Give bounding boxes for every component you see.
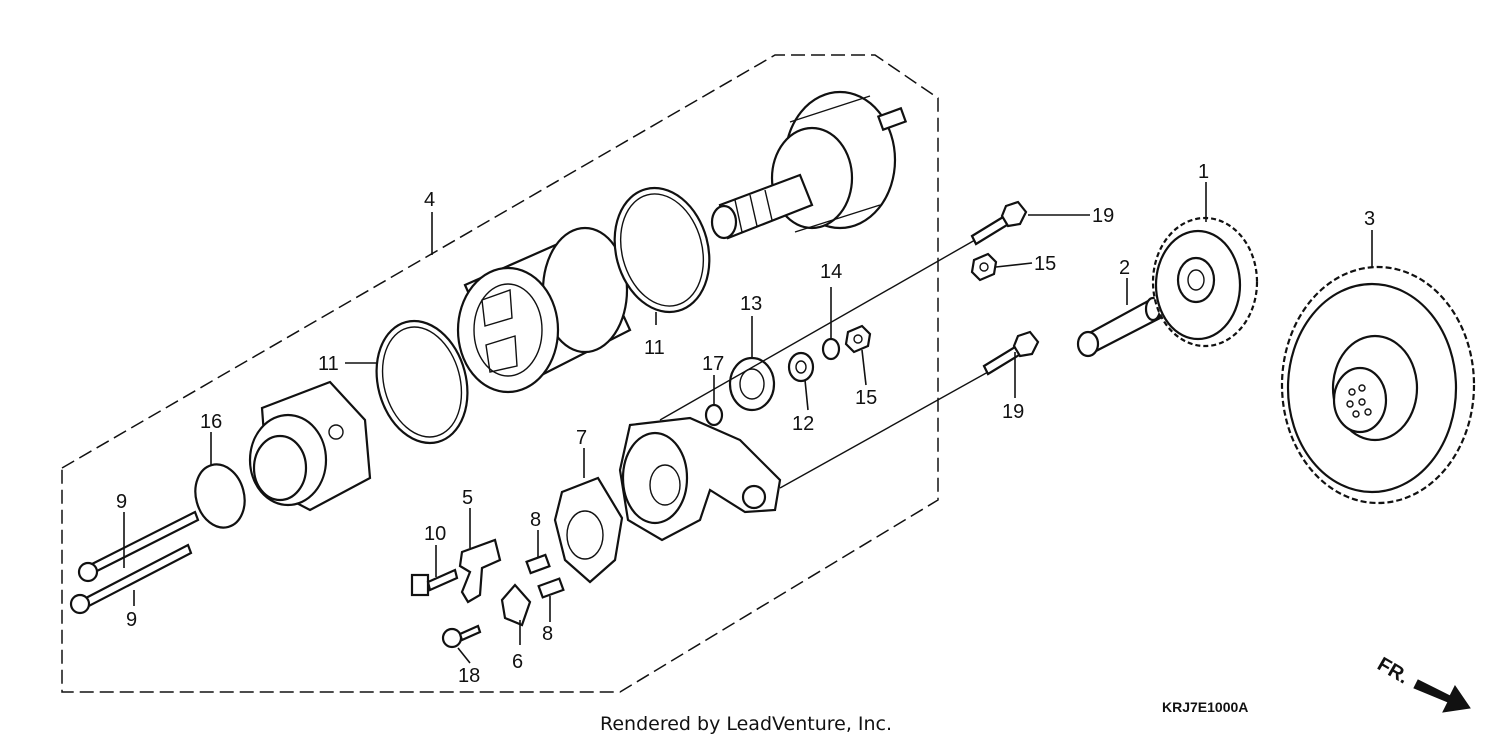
idle-gear-1 (1151, 216, 1259, 348)
label-part-13: 13 (740, 293, 762, 315)
diagram-code: KRJ7E1000A (1162, 699, 1248, 715)
label-part-11-upper: 11 (644, 337, 665, 359)
label-part-10: 10 (424, 523, 446, 545)
label-part-7: 7 (576, 427, 587, 449)
nut-15-upper (970, 252, 998, 282)
bolt-19-lower-ref-line (779, 371, 989, 489)
screw-18 (441, 624, 482, 649)
bolt-19-upper-ref-line (659, 239, 976, 421)
render-credit: Rendered by LeadVenture, Inc. (600, 713, 892, 735)
label-part-8-upper: 8 (530, 509, 541, 531)
spring-8-lower (537, 577, 565, 599)
brush-6 (500, 583, 532, 627)
label-part-9-lower: 9 (126, 609, 137, 631)
leader-lines (123, 182, 1373, 664)
label-part-16: 16 (200, 411, 222, 433)
bolt-19-lower (982, 330, 1040, 376)
label-part-9-upper: 9 (116, 491, 127, 513)
label-part-5: 5 (462, 487, 473, 509)
label-part-12: 12 (792, 413, 814, 435)
front-direction-arrow: FR. (1374, 653, 1471, 713)
label-part-6: 6 (512, 651, 523, 673)
label-part-17: 17 (702, 353, 724, 375)
brush-holder-7 (553, 476, 624, 584)
rear-cover (618, 416, 782, 542)
spring-8-upper (525, 553, 551, 575)
label-part-19-upper: 19 (1092, 205, 1114, 227)
washer-14 (821, 337, 841, 361)
long-bolt-9-upper (77, 510, 200, 583)
washer-17 (704, 403, 724, 427)
label-part-14: 14 (820, 261, 842, 283)
label-part-15-lower: 15 (855, 387, 877, 409)
armature (710, 90, 908, 240)
label-part-8-lower: 8 (542, 623, 553, 645)
o-ring-11-lower (375, 319, 469, 445)
label-part-18: 18 (458, 665, 480, 687)
label-part-11-lower: 11 (318, 353, 339, 375)
front-direction-label: FR. (1374, 653, 1413, 688)
label-part-3: 3 (1364, 208, 1375, 230)
label-part-4: 4 (424, 189, 435, 211)
label-part-19-lower: 19 (1002, 401, 1024, 423)
assembly-boundary (61, 54, 939, 693)
terminal-bolt-10 (410, 568, 459, 597)
nut-15-lower (844, 324, 872, 354)
label-part-15-upper: 15 (1034, 253, 1056, 275)
front-cover (248, 380, 372, 512)
starter-driven-gear-3 (1280, 265, 1476, 505)
starter-case (456, 226, 632, 394)
shaft-2 (1076, 296, 1162, 358)
o-ring-11-upper (613, 186, 711, 314)
bolt-19-upper (970, 200, 1028, 246)
arrow-icon (1413, 679, 1471, 713)
long-bolt-9-lower (69, 543, 193, 615)
label-part-1: 1 (1198, 161, 1209, 183)
part-labels: 1 2 3 4 5 6 7 8 8 9 9 10 11 11 12 13 14 … (116, 161, 1375, 687)
bushing-12 (787, 351, 815, 383)
o-ring-16 (194, 463, 246, 529)
brush-terminal-5 (458, 538, 502, 604)
planetary-gear-13 (728, 356, 776, 412)
label-part-2: 2 (1119, 257, 1130, 279)
